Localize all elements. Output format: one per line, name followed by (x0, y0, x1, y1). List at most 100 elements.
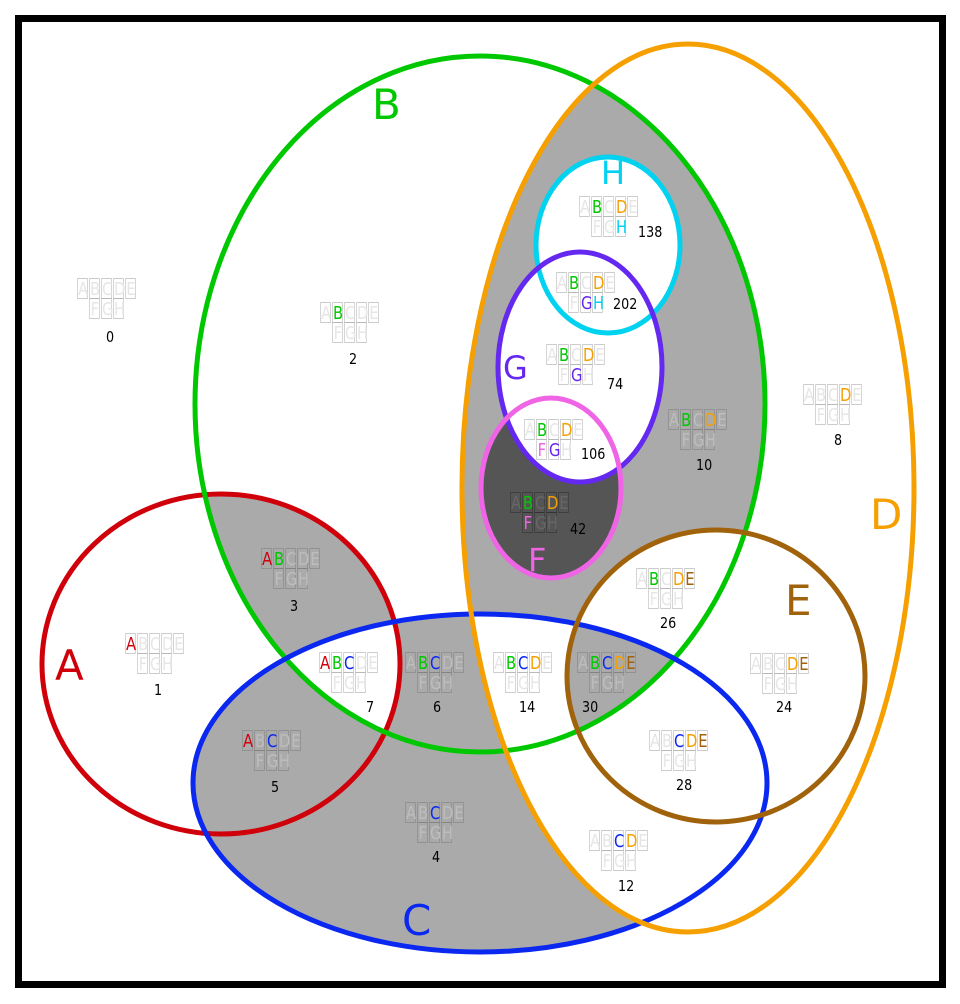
tile-letter-e: E (697, 730, 708, 752)
tile-letter-c: C (673, 730, 684, 752)
tile-letter-d: D (356, 302, 368, 324)
tile-letter-f: F (417, 822, 428, 844)
region-count: 42 (570, 520, 587, 538)
tile-letter-e: E (851, 384, 862, 406)
tile-letter-e: E (125, 278, 136, 300)
tile-letter-e: E (604, 272, 615, 294)
tile-letter-c: C (570, 344, 581, 366)
tile-letter-b: B (558, 344, 569, 366)
tile-letter-c: C (101, 278, 112, 300)
tile-letter-d: D (278, 730, 290, 752)
tile-letter-e: E (625, 652, 636, 674)
tile-letter-e: E (716, 409, 727, 431)
tile-letter-a: A (320, 302, 331, 324)
tile-letter-c: C (692, 409, 703, 431)
tile-letter-f: F (536, 439, 547, 461)
tile-letter-d: D (582, 344, 594, 366)
set-label-f: F (528, 541, 547, 579)
tile-letter-a: A (579, 196, 590, 218)
tile-letter-h: H (625, 850, 637, 872)
tile-letter-d: D (161, 633, 173, 655)
tile-letter-d: D (615, 196, 627, 218)
tile-letter-h: H (582, 364, 594, 386)
tile-letter-a: A (77, 278, 88, 300)
tile-letter-f: F (568, 292, 579, 314)
tile-letter-h: H (672, 588, 684, 610)
tile-letter-c: C (613, 830, 624, 852)
tile-letter-c: C (344, 302, 355, 324)
tile-letter-f: F (331, 672, 342, 694)
tile-letter-h: H (441, 822, 453, 844)
tile-letter-g: G (827, 404, 839, 426)
tile-letter-g: G (343, 672, 355, 694)
tile-letter-c: C (343, 652, 354, 674)
tile-letter-h: H (297, 568, 309, 590)
tile-letter-a: A (510, 492, 521, 514)
tile-letter-h: H (685, 750, 697, 772)
tile-letter-g: G (101, 298, 113, 320)
set-h-outline (533, 154, 683, 336)
tile-letter-g: G (534, 512, 546, 534)
tile-letter-e: E (173, 633, 184, 655)
tile-letter-d: D (786, 653, 798, 675)
tile-letter-g: G (344, 322, 356, 344)
tile-letter-e: E (368, 302, 379, 324)
tile-letter-g: G (613, 850, 625, 872)
tile-letter-h: H (356, 322, 368, 344)
tile-letter-g: G (285, 568, 297, 590)
tile-letter-b: B (89, 278, 100, 300)
tile-letter-a: A (125, 633, 136, 655)
tile-letter-a: A (803, 384, 814, 406)
tile-letter-g: G (603, 216, 615, 238)
tile-letter-e: E (798, 653, 809, 675)
region-count: 3 (290, 597, 299, 615)
tile-letter-a: A (524, 419, 535, 441)
tile-letter-f: F (680, 429, 691, 451)
tile-letter-c: C (660, 568, 671, 590)
tile-letter-c: C (149, 633, 160, 655)
tile-letter-f: F (505, 672, 516, 694)
tile-letter-g: G (774, 673, 786, 695)
tile-letter-c: C (517, 652, 528, 674)
tile-letter-f: F (762, 673, 773, 695)
tile-letter-e: E (558, 492, 569, 514)
tile-letter-b: B (661, 730, 672, 752)
tile-letter-h: H (441, 672, 453, 694)
set-a-outline (39, 491, 403, 837)
tile-letter-c: C (601, 652, 612, 674)
tile-letter-f: F (558, 364, 569, 386)
tile-letter-e: E (541, 652, 552, 674)
tile-letter-c: C (548, 419, 559, 441)
tile-letter-d: D (613, 652, 625, 674)
tile-letter-e: E (453, 652, 464, 674)
tile-letter-a: A (577, 652, 588, 674)
tile-letter-a: A (405, 652, 416, 674)
